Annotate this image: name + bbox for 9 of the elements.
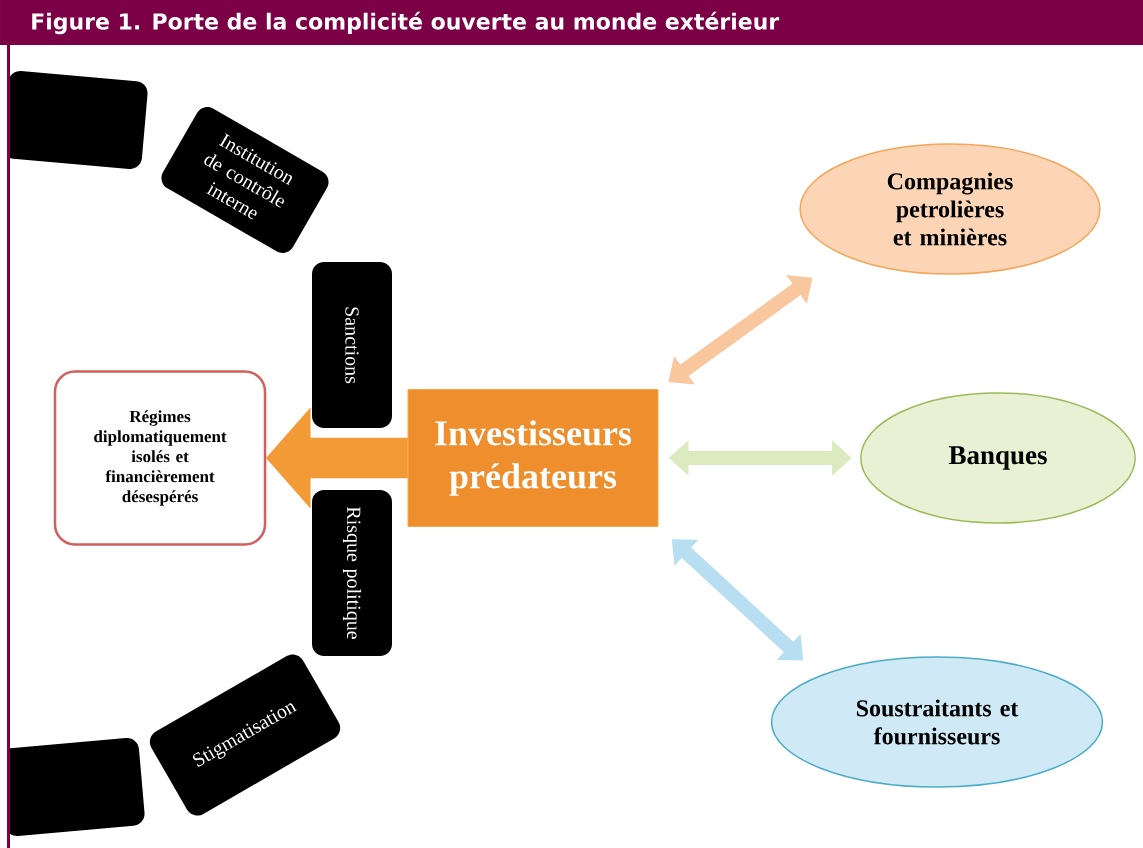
tag-box: Sanctions — [312, 262, 392, 428]
target-box: Régimes diplomatiquement isolés et financièrement désespérés — [53, 370, 267, 546]
figure-title: Figure 1. Porte de la complicité ouverte au monde extérieur — [32, 11, 780, 35]
center-box: Investisseurs prédateurs — [407, 389, 659, 527]
tag-box — [10, 738, 145, 836]
block-arrow — [668, 275, 813, 385]
block-arrow — [266, 407, 408, 509]
tag-box — [10, 71, 148, 169]
tag-box: Risque politique — [312, 490, 392, 656]
